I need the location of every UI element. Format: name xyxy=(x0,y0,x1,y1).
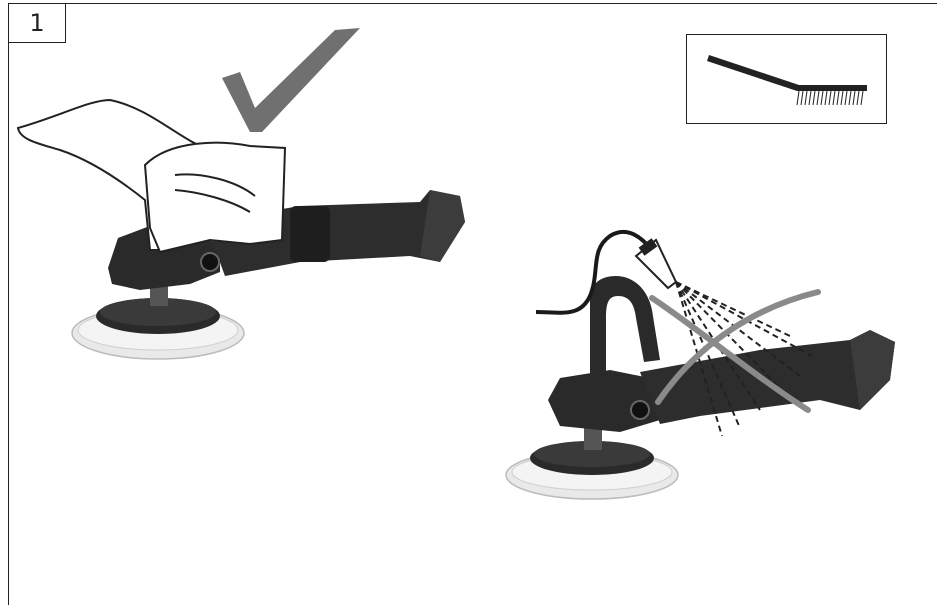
polisher-right xyxy=(506,276,895,499)
